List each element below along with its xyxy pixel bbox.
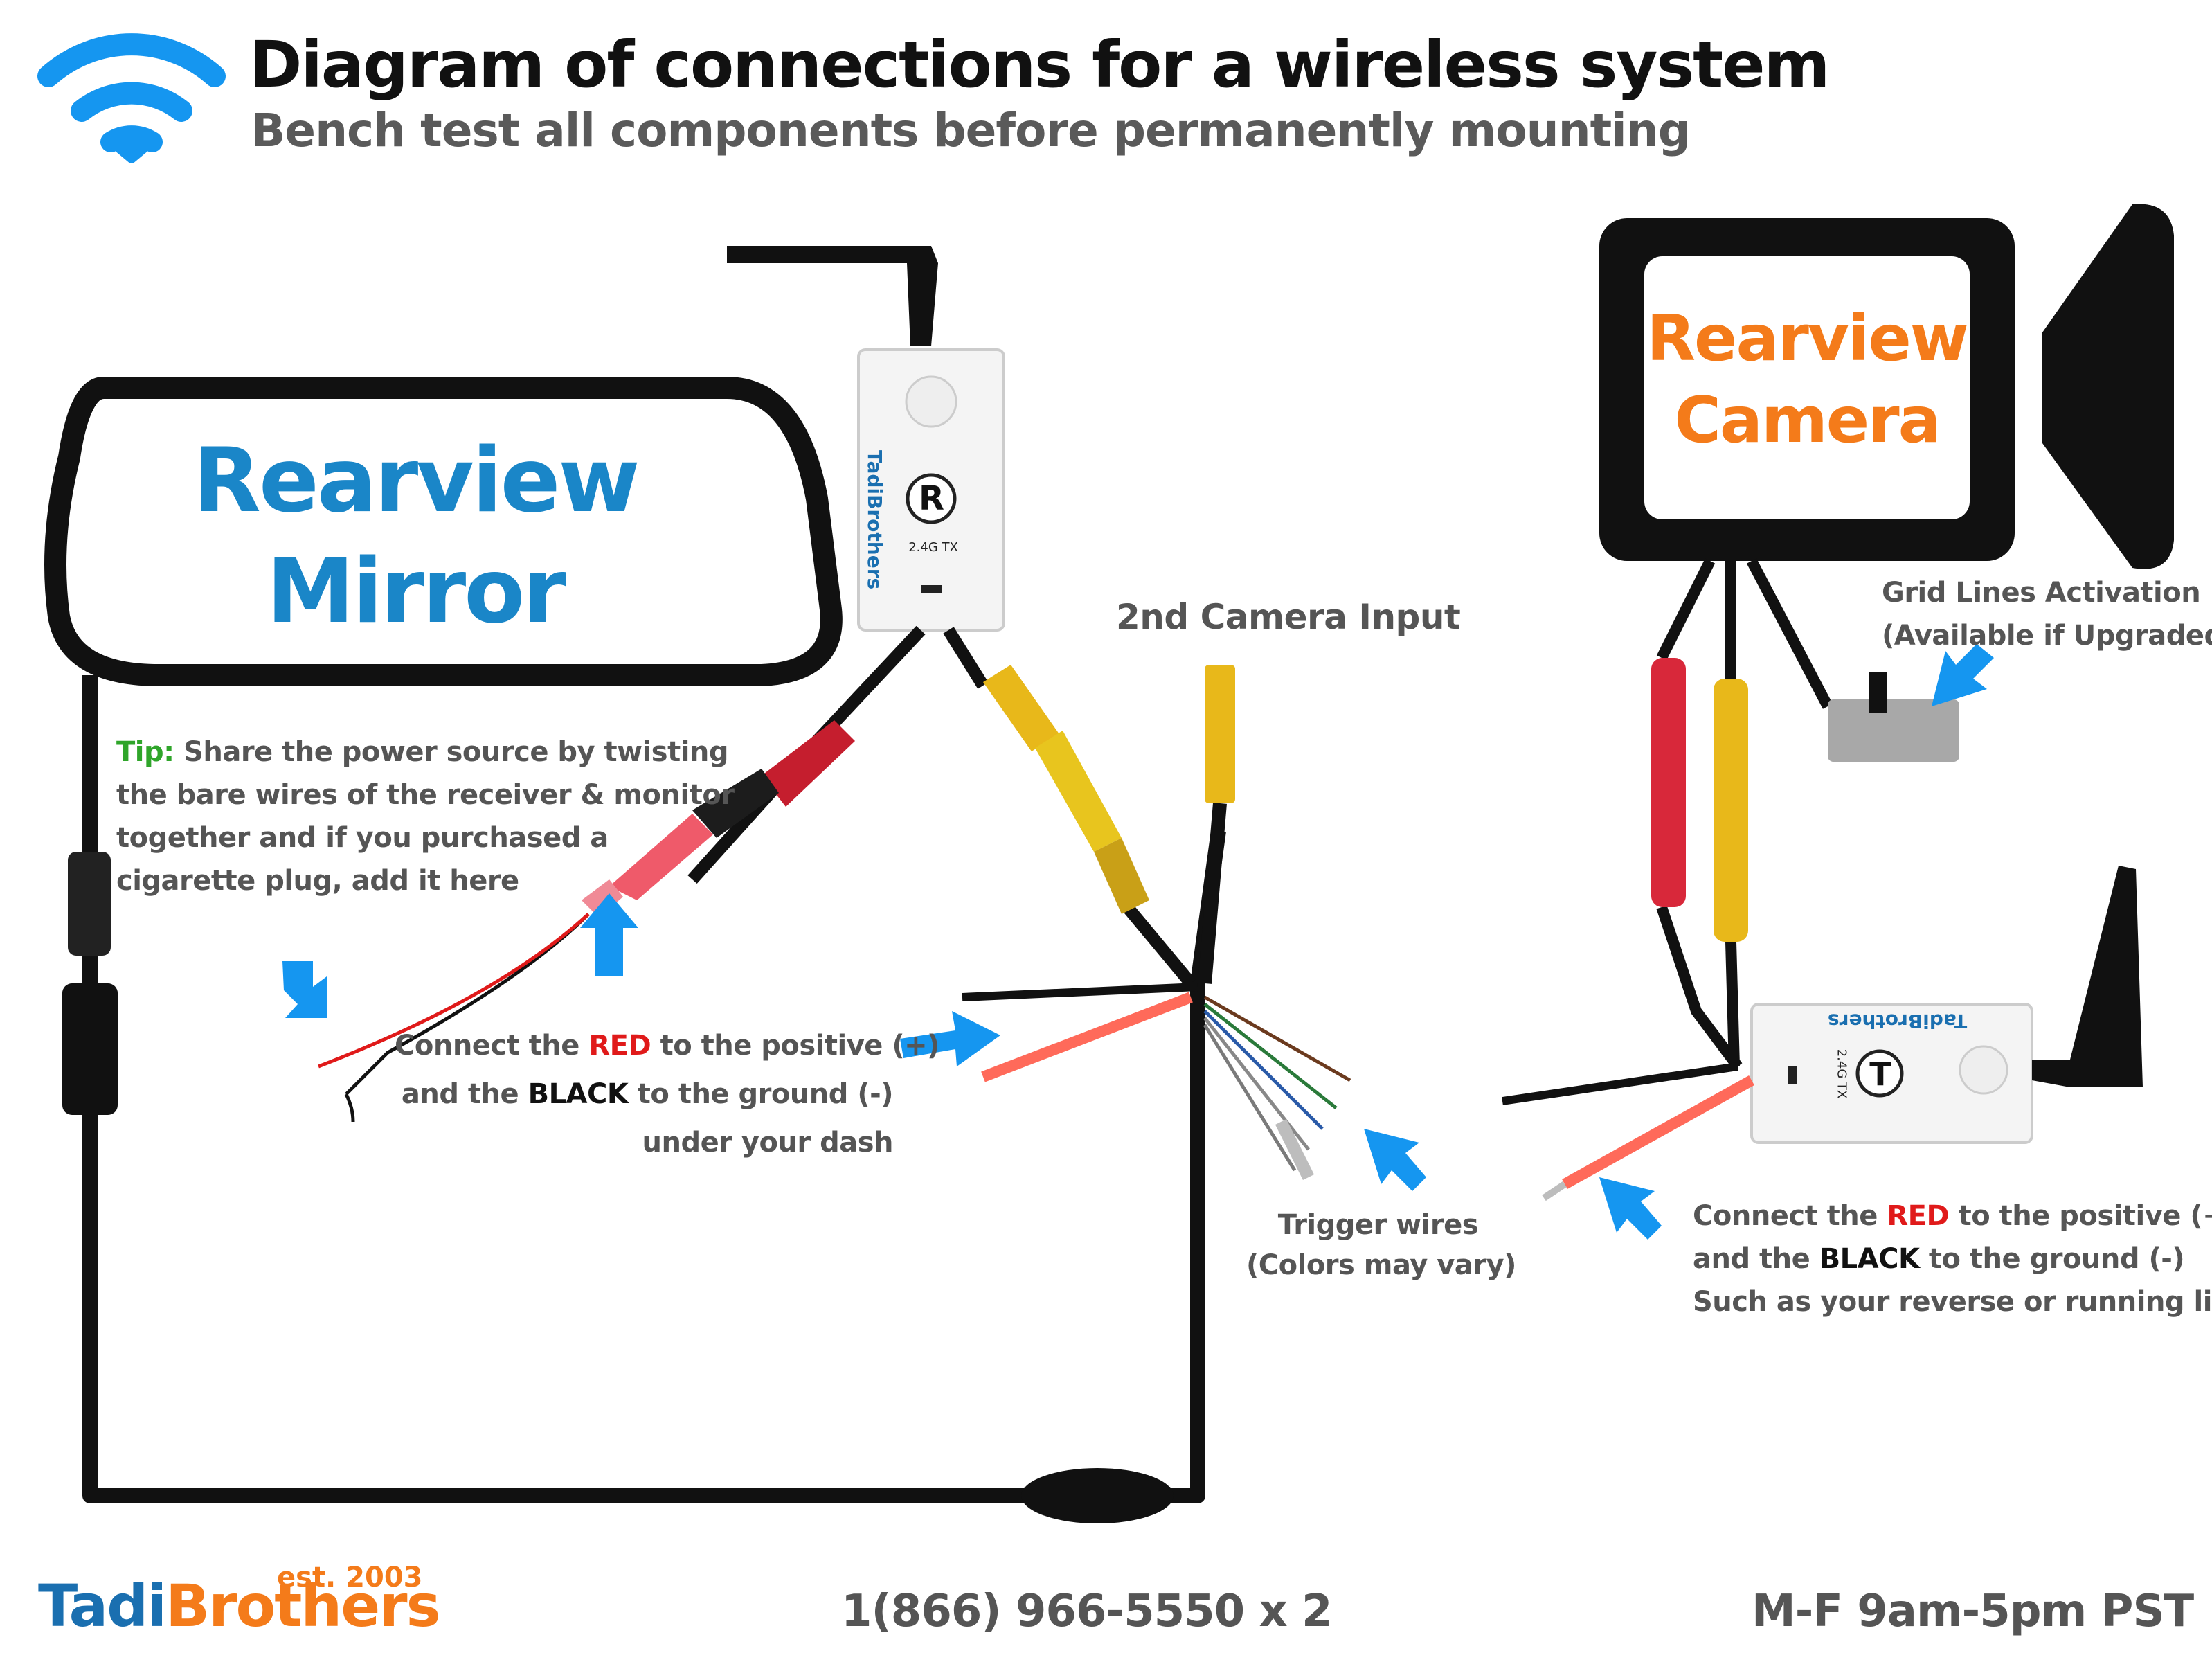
camera-connectors	[1651, 658, 1748, 942]
camera-label-line2: Camera	[1674, 383, 1941, 457]
camera-power-line2: and the BLACK to the ground (-)	[1693, 1243, 2185, 1275]
mirror-power-line3: under your dash	[642, 1127, 894, 1159]
grid-lines-line1: Grid Lines Activation	[1882, 577, 2201, 609]
transmitter-button	[1959, 1045, 2008, 1095]
trigger-wires-line1: Trigger wires	[1277, 1209, 1479, 1241]
phone-number: 1(866) 966-5550 x 2	[841, 1586, 1333, 1637]
camera-label: Rearview Camera	[1644, 298, 1970, 461]
tip-line3: together and if you purchased a	[116, 822, 609, 854]
tip-line1: Tip: Share the power source by twisting	[116, 736, 729, 768]
receiver-model: 2.4G TX	[908, 540, 958, 555]
arrow-icon	[282, 644, 1994, 1240]
receiver-antenna	[727, 246, 938, 346]
second-camera-connector	[1198, 665, 1235, 984]
mirror-label-line2: Mirror	[266, 540, 567, 643]
mirror-power-line1: Connect the RED to the positive (+)	[395, 1030, 939, 1062]
mirror-power-line2: and the BLACK to the ground (-)	[401, 1078, 894, 1110]
receiver-power-wires	[318, 913, 590, 1123]
page-subtitle: Bench test all components before permane…	[251, 104, 1691, 157]
receiver-led	[921, 585, 942, 593]
transmitter-logo-circle	[1855, 1049, 1904, 1098]
receiver-brand: TadiBrothers	[863, 450, 886, 590]
page-title: Diagram of connections for a wireless sy…	[249, 28, 1830, 102]
transmitter-led	[1788, 1066, 1797, 1084]
trigger-wires-label: Trigger wires (Colors may vary)	[1246, 1205, 1516, 1285]
wifi-icon	[37, 33, 226, 163]
tip-prefix: Tip:	[116, 736, 174, 768]
camera-body	[1599, 204, 2174, 569]
tip-line2: the bare wires of the receiver & monitor	[116, 779, 735, 811]
brand-est: est. 2003	[277, 1562, 423, 1593]
receiver-logo-circle	[906, 473, 957, 524]
mirror-label: Rearview Mirror	[173, 426, 658, 647]
receiver-letter: R	[919, 479, 944, 518]
transmitter-power-wires	[1502, 1062, 1754, 1201]
transmitter-model: 2.4G TX	[1834, 1048, 1849, 1099]
camera-power-line1: Connect the RED to the positive (+)	[1693, 1200, 2212, 1232]
camera-wires	[1656, 558, 1833, 1070]
camera-power-note: Connect the RED to the positive (+) and …	[1693, 1195, 2212, 1323]
mirror-barrel-plug	[68, 852, 111, 956]
transmitter-brand: TadiBrothers	[1828, 1010, 1968, 1033]
mirror-label-line1: Rearview	[192, 429, 640, 533]
camera-power-line3: Such as your reverse or running light	[1693, 1286, 2212, 1318]
mirror-barrel-jack	[62, 983, 118, 1115]
grid-lines-label: Grid Lines Activation (Available if Upgr…	[1882, 571, 2212, 657]
toggle-switch-icon	[1828, 672, 1959, 762]
transmitter-antenna	[2032, 866, 2143, 1087]
mirror-power-note: Connect the RED to the positive (+) and …	[395, 1021, 939, 1167]
transmitter-letter: T	[1869, 1055, 1891, 1093]
second-camera-label: 2nd Camera Input	[1116, 597, 1461, 637]
trigger-wires-line2: (Colors may vary)	[1246, 1249, 1516, 1281]
grid-lines-line2: (Available if Upgraded)	[1882, 620, 2212, 652]
business-hours: M-F 9am-5pm PST	[1752, 1586, 2194, 1637]
tip-line4: cigarette plug, add it here	[116, 865, 519, 897]
receiver-button	[905, 375, 957, 428]
brand-logo: TadiBrothers	[38, 1572, 441, 1640]
mirror-outline	[44, 377, 843, 686]
tip-note: Tip: Share the power source by twisting …	[116, 731, 735, 902]
receiver-hub-wires	[962, 983, 1351, 1181]
receiver-dc-connector	[582, 720, 855, 918]
inline-fuse-icon	[1021, 1468, 1174, 1524]
camera-label-line1: Rearview	[1646, 301, 1969, 375]
receiver-video-connector	[983, 665, 1149, 914]
